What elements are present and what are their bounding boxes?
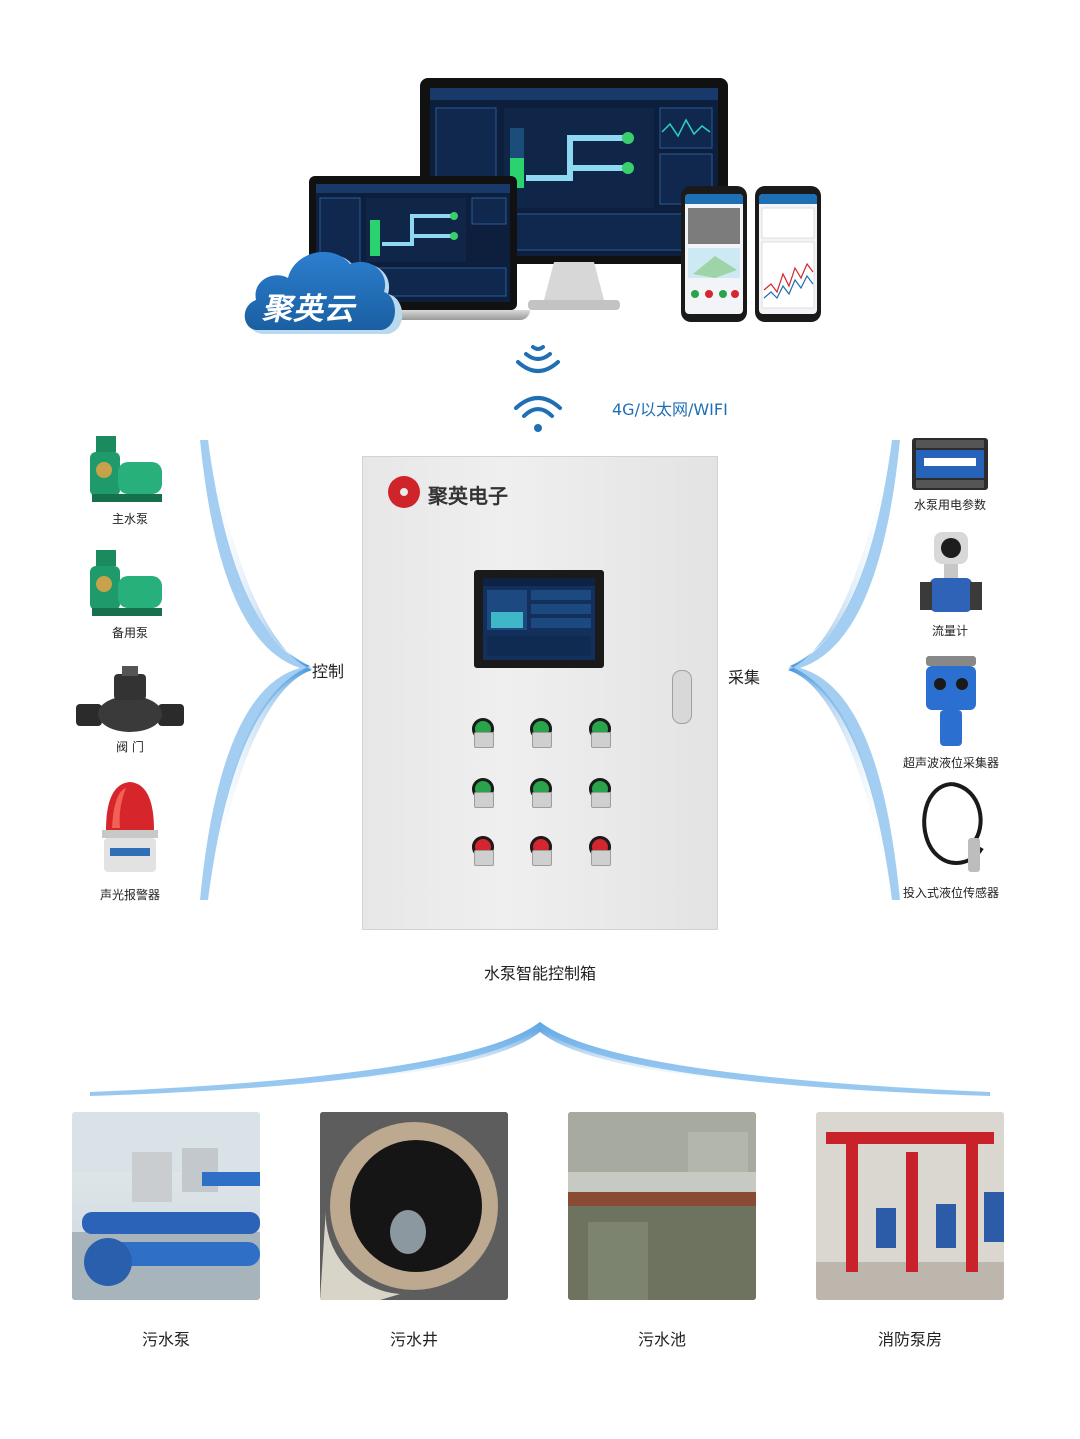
button-base (591, 850, 611, 866)
button-base (532, 732, 552, 748)
phone-right-screen (759, 194, 817, 314)
scene-photo-sewage-pump (72, 1112, 260, 1300)
collect-device-label: 流量计 (931, 624, 968, 638)
cloud-icon (244, 251, 403, 334)
power-meter-icon (912, 438, 988, 490)
bottom-arc (90, 1022, 990, 1096)
flowmeter-icon (920, 532, 982, 612)
cloud-name: 聚英云 (262, 292, 355, 327)
control-device-label: 主水泵 (111, 512, 148, 526)
phone-left-screen (685, 194, 743, 314)
button-base (474, 792, 494, 808)
monitor-stand (528, 262, 620, 310)
alarm-light-icon (102, 782, 158, 872)
phone-right-graphic (759, 194, 817, 309)
pump-icon (90, 550, 162, 616)
panel-button-green[interactable] (530, 778, 552, 808)
scene-photo-sewage-tank (568, 1112, 756, 1300)
panel-button-red[interactable] (530, 836, 552, 866)
submersible-sensor-icon (922, 782, 984, 872)
panel-button-red[interactable] (472, 836, 494, 866)
sewage-tank-illustration (568, 1112, 756, 1300)
sewage-well-illustration (320, 1112, 508, 1300)
control-cabinet (362, 456, 718, 930)
collect-label: 采集 (728, 668, 761, 687)
company-logo-icon (388, 476, 420, 508)
panel-button-red[interactable] (589, 836, 611, 866)
control-device-label: 声光报警器 (99, 888, 160, 902)
scene-label: 污水泵 (141, 1330, 190, 1349)
scene-label: 消防泵房 (877, 1330, 942, 1349)
panel-button-green[interactable] (589, 718, 611, 748)
button-base (591, 732, 611, 748)
control-arc (200, 440, 312, 900)
scene-photo-fire-pump-room (816, 1112, 1004, 1300)
phone-left (681, 186, 747, 322)
button-base (474, 850, 494, 866)
cloud-logo: 聚英云 (242, 234, 410, 350)
button-base (532, 792, 552, 808)
laptop-dashboard-graphic (316, 184, 510, 297)
pump-icon (90, 436, 162, 502)
collect-device-label: 水泵用电参数 (913, 498, 986, 512)
company-name: 聚英电子 (428, 484, 508, 508)
valve-icon (76, 666, 184, 732)
collect-device-label: 超声波液位采集器 (902, 756, 999, 770)
phone-left-graphic (685, 194, 743, 298)
hmi-graphic (483, 578, 595, 656)
wifi-signal-icon (514, 345, 562, 432)
panel-button-green[interactable] (472, 718, 494, 748)
scene-photo-sewage-well (320, 1112, 508, 1300)
control-device-label: 阀 门 (116, 740, 144, 754)
panel-button-green[interactable] (589, 778, 611, 808)
collect-device-label: 投入式液位传感器 (902, 886, 999, 900)
network-label: 4G/以太网/WIFI (612, 400, 728, 419)
phone-right (755, 186, 821, 322)
control-label: 控制 (312, 662, 345, 681)
scene-label: 污水井 (389, 1330, 438, 1349)
fire-pump-room-illustration (816, 1112, 1004, 1300)
panel-button-green[interactable] (472, 778, 494, 808)
button-base (591, 792, 611, 808)
button-base (474, 732, 494, 748)
control-device-label: 备用泵 (111, 626, 148, 640)
panel-button-green[interactable] (530, 718, 552, 748)
button-base (532, 850, 552, 866)
scene-label: 污水池 (637, 1330, 686, 1349)
ultrasonic-sensor-icon (926, 656, 976, 746)
hmi-screen (483, 578, 595, 660)
collect-arc (788, 440, 900, 900)
cabinet-title: 水泵智能控制箱 (483, 964, 596, 983)
sewage-pump-illustration (72, 1112, 260, 1300)
laptop-base (296, 310, 530, 320)
cabinet-door-handle[interactable] (672, 670, 692, 724)
